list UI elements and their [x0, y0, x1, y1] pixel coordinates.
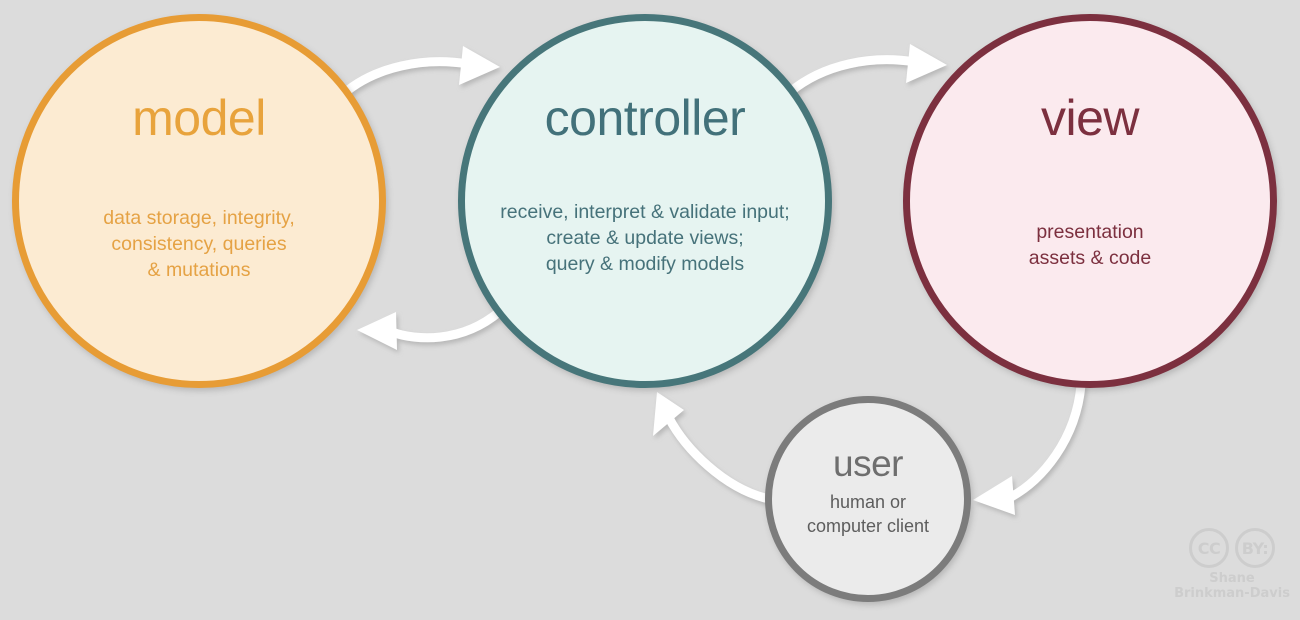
license-author: Shane Brinkman-Davis	[1174, 571, 1290, 602]
node-controller-description-line-1: receive, interpret & validate input;	[500, 201, 790, 223]
attribution-by-icon: BY:	[1235, 528, 1275, 568]
node-user[interactable]: user human or computer client	[765, 396, 971, 602]
arrow-user-to-controller	[653, 392, 770, 503]
node-view-title: view	[1040, 90, 1140, 146]
arrow-controller-to-view	[785, 44, 947, 97]
node-model[interactable]: model data storage, integrity, consisten…	[12, 14, 386, 388]
license-author-line-2: Brinkman-Davis	[1174, 585, 1290, 601]
license-attribution: CC BY: Shane Brinkman-Davis	[1174, 528, 1290, 602]
node-controller-description-line-3: query & modify models	[545, 253, 745, 276]
node-controller-title: controller	[544, 90, 746, 146]
node-model-title: model	[132, 90, 266, 146]
creative-commons-icon: CC	[1189, 528, 1229, 568]
node-controller-description: receive, interpret & validate input; cre…	[500, 199, 789, 277]
arrow-model-to-controller	[337, 46, 500, 100]
node-view[interactable]: view presentation assets & code	[903, 14, 1277, 388]
node-view-description-line-2: assets & code	[1028, 247, 1152, 270]
license-author-line-1: Shane	[1209, 571, 1255, 586]
node-user-description-line-2: computer client	[806, 516, 930, 537]
node-controller-description-line-2: create & update views;	[546, 227, 744, 250]
node-model-description-line-3: & mutations	[147, 259, 251, 282]
node-model-description: data storage, integrity, consistency, qu…	[103, 205, 295, 283]
arrow-controller-to-model	[357, 307, 504, 350]
node-view-description-line-1: presentation	[1036, 221, 1144, 243]
node-user-description: human or computer client	[807, 490, 929, 538]
creative-commons-badges: CC BY:	[1189, 528, 1275, 568]
node-model-description-line-1: data storage, integrity,	[103, 207, 295, 229]
node-controller[interactable]: controller receive, interpret & validate…	[458, 14, 832, 388]
node-user-description-line-1: human or	[829, 492, 907, 512]
node-view-description: presentation assets & code	[1029, 219, 1151, 271]
arrow-view-to-user	[973, 380, 1086, 515]
node-model-description-line-2: consistency, queries	[111, 233, 287, 256]
node-user-title: user	[833, 443, 903, 484]
